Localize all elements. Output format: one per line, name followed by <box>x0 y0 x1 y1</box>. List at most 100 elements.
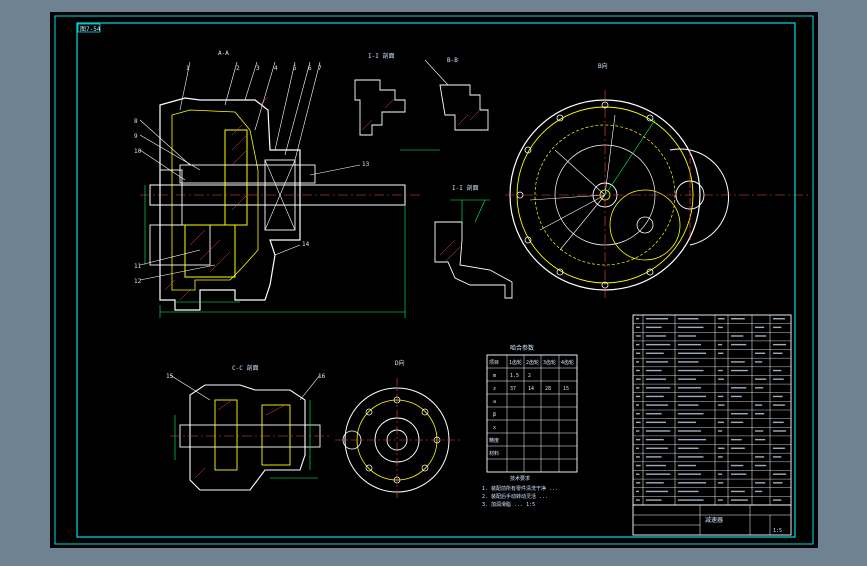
bom-cell-text <box>636 369 640 372</box>
bom-cell-text <box>646 369 662 372</box>
section-2-label: B-B <box>447 57 458 64</box>
bom-cell-text <box>773 352 783 354</box>
bom-cell-text <box>678 482 706 484</box>
large-gear <box>224 129 248 226</box>
gt-r3c0: β <box>493 412 496 418</box>
bom-cell-text <box>773 343 787 346</box>
bom-cell-text <box>646 413 662 415</box>
bom-cell-text <box>755 456 765 458</box>
radius-dim <box>604 119 656 196</box>
bom-cell-text <box>773 326 782 329</box>
gt-r6c0: 材料 <box>489 450 499 457</box>
section-1-label: I-I 剖面 <box>368 52 394 60</box>
gt-h1: 1齿轮 <box>509 359 522 366</box>
balloon-5: 5 <box>293 65 297 72</box>
balloon-2: 2 <box>236 65 240 72</box>
inner-border <box>76 22 796 538</box>
section-1-profile <box>354 79 406 136</box>
outer-border <box>54 15 814 545</box>
bom-cell-text <box>755 413 765 415</box>
bom-cell-text <box>773 378 784 380</box>
tech-line-1: 1. 装配前所有零件清洗干净 ... <box>482 485 558 492</box>
bolt-holes <box>516 101 654 289</box>
balloon-3: 3 <box>256 65 260 72</box>
bom-cell-text <box>731 335 744 337</box>
pinion-gear <box>184 224 236 278</box>
gt-h0: 项目 <box>489 360 499 366</box>
balloon-labels: 1 2 3 4 5 6 7 8 9 10 11 12 13 14 <box>134 65 370 285</box>
main-dimensions <box>144 149 440 318</box>
bom-cell-text <box>646 473 671 475</box>
bom-cell-text <box>773 482 783 484</box>
gt-r1c4: 15 <box>563 386 569 392</box>
bom-cell-text <box>755 352 766 354</box>
section-hatching <box>164 96 269 301</box>
bom-cell-text <box>731 395 742 398</box>
bom-cell-text <box>678 318 699 320</box>
balloon-15: 15 <box>166 373 174 380</box>
tech-line-2: 2. 装配后手动转动灵活 ... <box>482 493 548 500</box>
bom-cell-text <box>731 473 747 475</box>
bom-cell-text <box>636 447 639 449</box>
gt-r2c0: a <box>493 399 496 405</box>
housing-cavity <box>171 109 259 291</box>
main-view-label: A-A <box>218 50 229 57</box>
section-details: I-I 剖面 B-B I-I 剖面 <box>354 52 513 299</box>
gt-r1c2: 14 <box>528 386 534 392</box>
bom-cell-text <box>718 326 723 329</box>
gt-r1c1: 37 <box>510 386 516 392</box>
bom-cell-text <box>646 378 666 380</box>
bom-cell-text <box>773 447 785 449</box>
bom-cell-text <box>636 395 641 398</box>
bom-cell-text <box>731 387 747 389</box>
bom-cell-text <box>678 369 704 372</box>
leader-lines <box>139 61 361 281</box>
bom-cell-text <box>636 456 640 458</box>
bom-cell-text <box>773 499 782 501</box>
bom-cell-text <box>755 378 767 380</box>
balloon-8: 8 <box>134 118 138 125</box>
tech-line-3: 3. 加润滑脂 ... 1:5 <box>482 501 535 508</box>
bom-cell-text <box>636 335 641 337</box>
gt-r0c1: 1.5 <box>510 373 519 379</box>
bom-cell-text <box>731 438 742 441</box>
bom-cell-text <box>646 335 666 337</box>
bom-cell-text <box>636 352 641 354</box>
balloon-16: 16 <box>318 373 326 380</box>
tech-title: 技术要求 <box>510 475 530 482</box>
bom-cell-text <box>678 395 706 398</box>
bom-cell-text <box>646 387 671 389</box>
section-3-label: I-I 剖面 <box>452 184 478 192</box>
bom-cell-text <box>678 438 706 441</box>
section-2-profile <box>439 84 489 131</box>
bom-cell-text <box>718 421 724 424</box>
bom-cell-text <box>718 456 723 458</box>
gear-table: 啮合参数 项目 1齿轮 2齿轮 3齿轮 4齿轮 m 1.5 2 z 37 14 … <box>486 344 578 473</box>
flange-view: D向 <box>335 359 460 500</box>
side-view: B向 <box>505 62 810 300</box>
gt-h2: 2齿轮 <box>526 359 539 366</box>
bom-cell-text <box>646 456 662 458</box>
lower-left-label: C-C 剖面 <box>232 364 258 372</box>
bom-cell-text <box>718 447 725 449</box>
bom-cell-text <box>718 473 723 475</box>
bom-cell-text <box>731 343 747 346</box>
gt-r0c2: 2 <box>528 373 531 379</box>
bom-cell-text <box>646 395 664 398</box>
bom-cell-text <box>678 421 696 424</box>
lower-mid-label: D向 <box>395 359 405 367</box>
bom-cell-text <box>646 447 669 449</box>
spokes <box>529 114 616 251</box>
bom-cell-text <box>678 361 699 363</box>
bom-cell-text <box>773 318 785 320</box>
bom-cell-text <box>718 369 723 372</box>
bom-cell-text <box>636 438 641 441</box>
bom-cell-text <box>773 369 782 372</box>
bom-cell-text <box>773 456 782 458</box>
bom-cell-text <box>678 490 699 493</box>
flange-bolts <box>365 396 441 484</box>
bom-cell-text <box>773 473 787 475</box>
bom-cell-text <box>678 456 704 458</box>
balloon-11: 11 <box>134 263 142 270</box>
